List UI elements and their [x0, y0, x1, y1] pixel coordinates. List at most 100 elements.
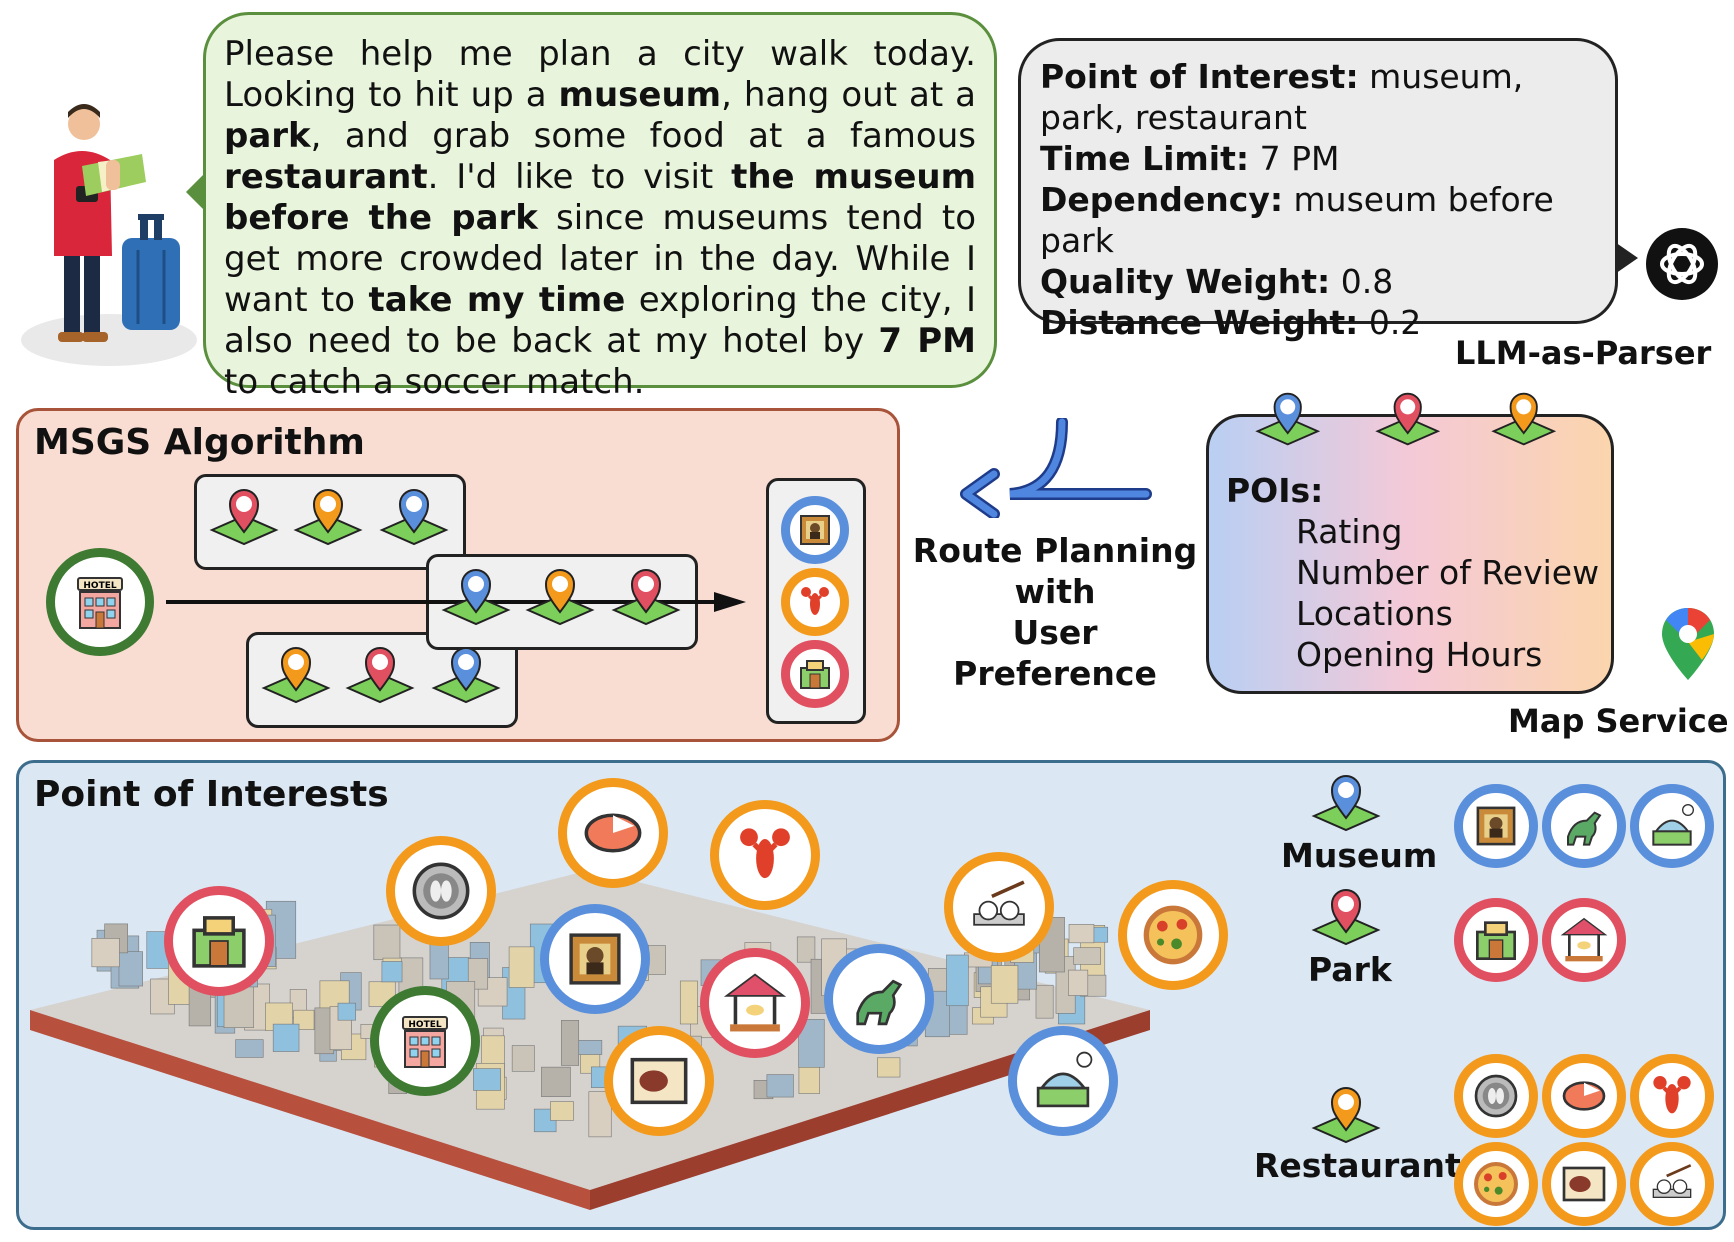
city-building — [272, 1023, 300, 1052]
restaurant-pin-icon — [525, 569, 595, 626]
parser-field-value: 7 PM — [1249, 139, 1340, 178]
park-pin-icon — [611, 569, 681, 626]
restaurant-pin-icon — [293, 489, 363, 546]
city-building — [550, 1101, 574, 1121]
request-text-segment: , hang out at a — [721, 75, 976, 115]
request-text-segment: since museums tend to get more crowded l… — [224, 198, 976, 320]
legend-restaurant-badge — [1454, 1142, 1538, 1226]
city-building — [990, 965, 1019, 1004]
zoo-icon — [192, 916, 246, 968]
parser-field-key: Point of Interest: — [1040, 57, 1359, 96]
parser-field-value: 0.2 — [1358, 303, 1422, 342]
zoo-poi-badge — [164, 886, 274, 996]
sushi-icon — [1652, 1164, 1692, 1198]
legend-museum-badge — [1542, 784, 1626, 868]
request-text-segment: . I'd like to visit — [427, 157, 732, 197]
legend-museum-badge — [1630, 784, 1714, 868]
user-request-text: Please help me plan a city walk today. L… — [224, 34, 976, 403]
lobster-poi-badge — [710, 800, 820, 910]
legend-park-label: Park — [1308, 950, 1392, 989]
request-text-segment: to catch a soccer match. — [224, 362, 645, 402]
poi-attribute-item: Rating — [1296, 512, 1403, 551]
route-label-line2: with — [1014, 572, 1096, 611]
parser-field: Dependency: museum before park — [1040, 179, 1610, 261]
parser-field-key: Distance Weight: — [1040, 303, 1359, 342]
parser-output-bubble — [1018, 38, 1618, 324]
parser-field: Time Limit: 7 PM — [1040, 138, 1610, 179]
pizza-icon — [1143, 905, 1203, 965]
city-building — [877, 1057, 901, 1078]
mona-lisa-icon — [1476, 806, 1516, 846]
map-service-poi-bubble — [1206, 414, 1614, 694]
observatory-icon — [1652, 804, 1694, 846]
parser-output-text: Point of Interest: museum, park, restaur… — [1040, 56, 1610, 343]
legend-restaurant-badge — [1542, 1142, 1626, 1226]
park-pin-icon — [1311, 889, 1381, 946]
llm-as-parser-label: LLM-as-Parser — [1455, 334, 1712, 372]
speech-bubble-tail — [186, 170, 208, 214]
city-building — [1068, 969, 1089, 996]
parser-field-value: museum, park, restaurant — [1040, 57, 1524, 137]
dinosaur-icon — [856, 979, 903, 1026]
route-label-line3: User Preference — [953, 613, 1157, 693]
legend-restaurant-label: Restaurant — [1254, 1146, 1461, 1185]
request-emphasis: 7 PM — [878, 321, 977, 361]
legend-restaurant-badge — [1542, 1054, 1626, 1138]
request-emphasis: take my time — [368, 280, 626, 320]
svg-text:HOTEL: HOTEL — [408, 1020, 441, 1030]
dinosaur-icon — [1567, 811, 1602, 846]
museum-pin-icon — [1255, 392, 1321, 446]
city-building — [766, 1074, 794, 1098]
legend-restaurant-badge — [1630, 1054, 1714, 1138]
city-building — [473, 1068, 501, 1091]
request-text-segment: exploring the city, I also need to be ba… — [224, 280, 976, 361]
salmon-steak-icon — [584, 813, 642, 853]
route-arrow — [166, 592, 746, 612]
restaurant-pin-icon — [1311, 1087, 1381, 1144]
poi-attribute-item: Opening Hours — [1296, 635, 1543, 674]
plate-icon — [412, 862, 470, 920]
museum-pin-icon — [431, 647, 501, 704]
city-building — [511, 1045, 535, 1072]
city-building — [508, 946, 535, 988]
legend-restaurant-badge — [1454, 1054, 1538, 1138]
carousel-poi-badge — [700, 948, 810, 1058]
curved-arrow-icon — [960, 418, 1152, 518]
mona-lisa-icon — [569, 933, 621, 985]
hotel-poi-badge: HOTEL — [370, 986, 480, 1096]
sushi-chopsticks-poi-badge — [944, 852, 1054, 962]
parser-field: Quality Weight: 0.8 — [1040, 261, 1610, 302]
plate-icon — [1474, 1074, 1518, 1118]
salmon-poi-badge — [558, 778, 668, 888]
point-of-interests-title: Point of Interests — [34, 774, 389, 815]
hotel-icon: HOTEL — [402, 1016, 448, 1068]
carousel-icon — [1560, 917, 1608, 962]
sushi-icon — [973, 880, 1025, 926]
hotel-start-badge: HOTEL — [46, 548, 154, 656]
lobster-icon — [801, 587, 829, 615]
observatory-poi-badge — [1008, 1026, 1118, 1136]
result-restaurant-badge — [781, 568, 849, 636]
legend-restaurant-badge — [1630, 1142, 1714, 1226]
parser-field-key: Time Limit: — [1040, 139, 1250, 178]
pizza-icon — [1474, 1162, 1518, 1206]
parser-field-value: 0.8 — [1330, 262, 1394, 301]
mona-lisa-poi-badge — [540, 904, 650, 1014]
park-pin-icon — [345, 647, 415, 704]
hotel-icon: HOTEL — [77, 577, 123, 629]
city-building — [235, 1039, 264, 1058]
result-museum-badge — [781, 496, 849, 564]
city-building — [796, 936, 816, 963]
observatory-icon — [1036, 1051, 1093, 1108]
request-text-segment: Please help me plan a city walk today. L… — [224, 34, 976, 115]
poi-attribute-item: Locations — [1296, 594, 1453, 633]
city-building — [561, 1020, 580, 1066]
carousel-icon — [723, 973, 787, 1032]
request-emphasis: museum — [558, 75, 722, 115]
museum-pin-icon — [1311, 775, 1381, 832]
sushi-plate-poi-badge — [386, 836, 496, 946]
parser-field-key: Quality Weight: — [1040, 262, 1331, 301]
steak-icon — [1562, 1166, 1606, 1202]
city-building — [1035, 984, 1054, 1019]
dinosaur-poi-badge — [824, 944, 934, 1054]
